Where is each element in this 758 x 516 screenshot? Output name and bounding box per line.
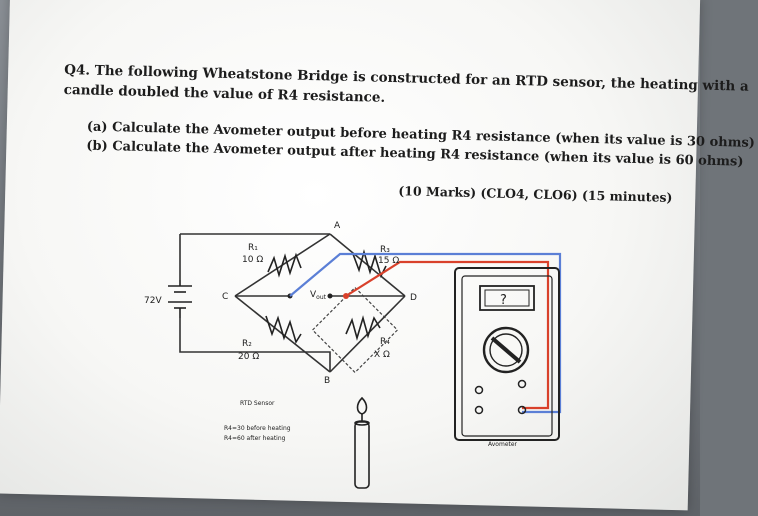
meter-jack-4 [517, 405, 527, 415]
meter-dial [482, 326, 530, 374]
node-c-label: C [222, 292, 228, 302]
resistor-r4 [345, 315, 381, 341]
wheatstone-bridge-diagram: A B C D R₁ 10 Ω R₂ 20 Ω R₃ 15 Ω R₄ X Ω 7… [144, 221, 562, 489]
node-b-label: B [324, 376, 330, 386]
rtd-sensor-label: RTD Sensor [240, 400, 275, 407]
probe-wire-blue [289, 252, 562, 414]
r4-value: X Ω [374, 350, 390, 360]
battery-icon [168, 280, 192, 318]
heating-note-2: R4=60 after heating [224, 435, 286, 442]
vout-label: Vout [310, 290, 327, 301]
r1-label: R₁ [248, 243, 258, 253]
r4-label: R₄ [380, 337, 390, 347]
vout-sub: out [316, 294, 326, 301]
meter-jack-1 [474, 385, 484, 395]
r2-label: R₂ [242, 339, 252, 349]
avometer-label: Avometer [488, 441, 518, 448]
heating-note-1: R4=30 before heating [224, 425, 291, 432]
r3-label: R₃ [380, 245, 390, 255]
vout-main: V [310, 290, 317, 300]
node-a-label: A [334, 221, 341, 231]
resistor-r3 [352, 249, 387, 279]
resistor-r1 [267, 252, 302, 278]
meter-display [479, 285, 535, 311]
r1-value: 10 Ω [242, 255, 263, 265]
probe-wire-red [345, 260, 550, 410]
supply-label: 72V [144, 296, 162, 306]
node-d-label: D [410, 293, 417, 303]
rtd-box [311, 286, 399, 374]
candle-icon [354, 396, 370, 489]
resistor-r2 [265, 315, 302, 344]
meter-jack-2 [474, 405, 484, 415]
meter-jack-3 [517, 379, 527, 389]
avometer [454, 267, 560, 441]
r2-value: 20 Ω [238, 352, 259, 362]
meter-display-value: ? [500, 293, 507, 308]
wire-left-lower [179, 318, 331, 372]
r3-value: 15 Ω [378, 256, 399, 266]
node-dot-vout-right [327, 293, 333, 299]
